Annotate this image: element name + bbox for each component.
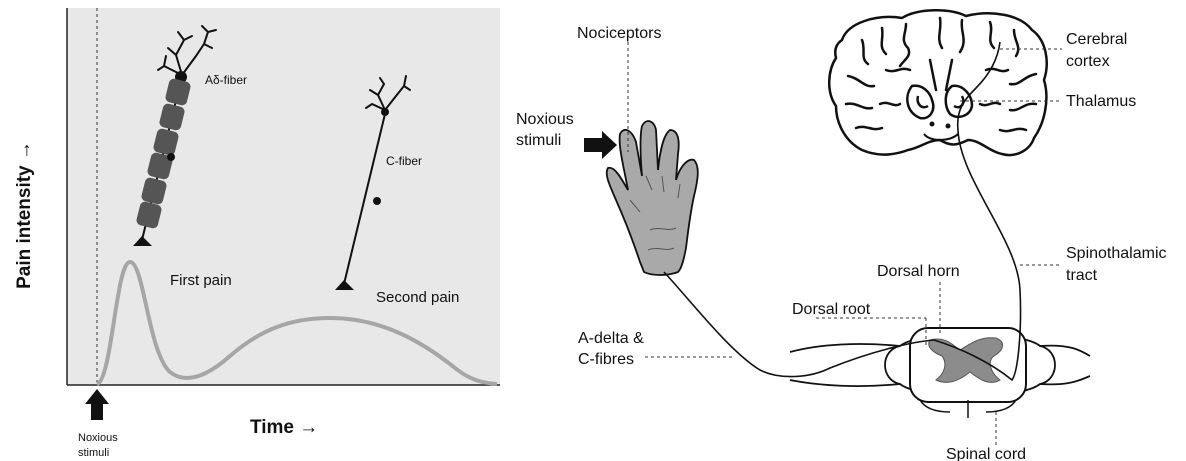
- fibres-label-line2: C-fibres: [578, 351, 634, 368]
- nociceptors-label: Nociceptors: [577, 25, 661, 42]
- hand-illustration: [607, 121, 698, 275]
- spinal-cord-label: Spinal cord: [946, 446, 1026, 461]
- thalamus-label: Thalamus: [1066, 93, 1136, 110]
- dorsal-horn-label: Dorsal horn: [877, 263, 960, 280]
- second-pain-label: Second pain: [376, 289, 459, 306]
- afferent-nerve-line: [664, 272, 934, 377]
- x-axis-label: Time →: [250, 417, 318, 438]
- noxious-stimuli-label-line1: Noxious: [516, 111, 574, 128]
- stimulus-label-line2: stimuli: [78, 447, 109, 459]
- spinothalamic-label-line1: Spinothalamic: [1066, 245, 1167, 262]
- stimulus-label-line1: Noxious: [78, 432, 118, 444]
- y-axis-label: Pain intensity →: [14, 141, 35, 289]
- brain-coronal-section: [829, 10, 1046, 155]
- a-delta-fiber-label: Aδ-fiber: [205, 73, 247, 87]
- cerebral-cortex-label-line2: cortex: [1066, 53, 1110, 70]
- plot-background: [67, 8, 500, 385]
- pain-pathway-panel: Nociceptors Noxious stimuli Cerebral cor…: [516, 10, 1167, 461]
- stimulus-arrow-icon: [85, 389, 109, 420]
- noxious-arrow-icon: [584, 131, 617, 159]
- fibres-label-line1: A-delta &: [578, 330, 644, 347]
- c-fiber-label-text: C-fiber: [386, 154, 422, 168]
- spinothalamic-label-line2: tract: [1066, 267, 1098, 284]
- noxious-stimuli-label-line2: stimuli: [516, 132, 561, 149]
- dorsal-root-label: Dorsal root: [792, 301, 871, 318]
- pain-timecourse-panel: Aδ-fiber C-fiber First pain Second pain …: [0, 0, 500, 459]
- cerebral-cortex-label-line1: Cerebral: [1066, 31, 1127, 48]
- first-pain-label: First pain: [170, 272, 232, 289]
